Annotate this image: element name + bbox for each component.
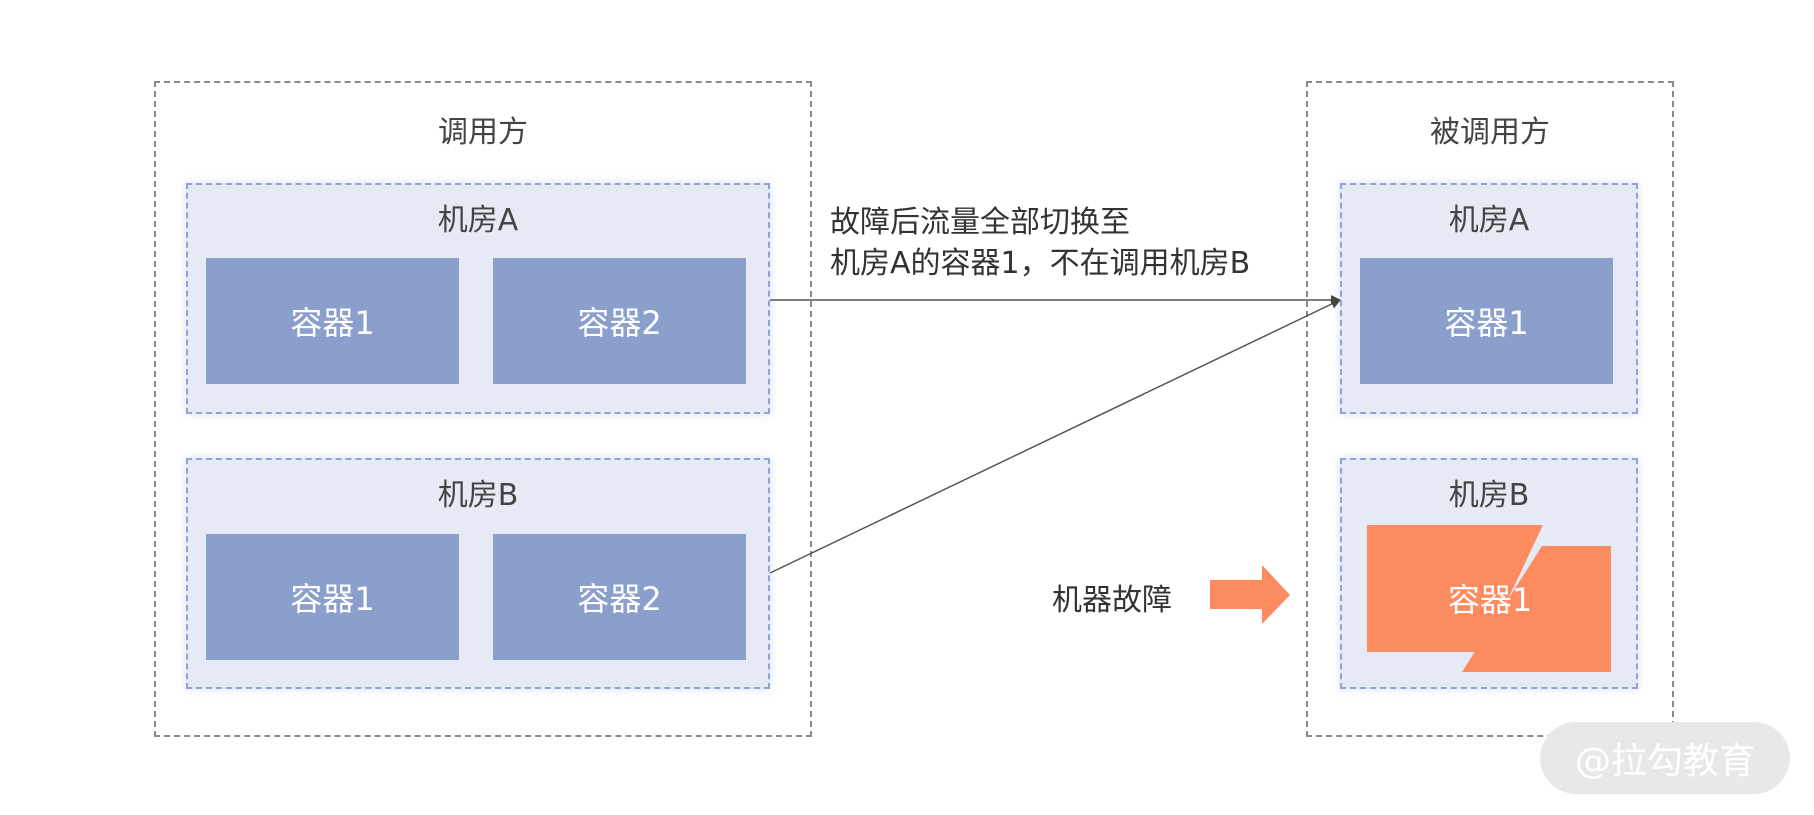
failed-container-left-shard-icon [1367,525,1543,652]
callee-room-b-container-1-label: 容器1 [1447,581,1533,619]
failure-label: 机器故障 [1052,583,1172,618]
caller-room-b-container-1: 容器1 [206,534,459,660]
caller-room-a-title: 机房A [437,203,519,238]
callee-room-b-title: 机房B [1448,478,1530,513]
callee-room-a-container-1: 容器1 [1360,258,1613,384]
traffic-line-room-b [769,299,1341,574]
callee-title: 被调用方 [1430,115,1550,150]
caller-room-a-container-1: 容器1 [206,258,459,384]
callee-room-a-title: 机房A [1448,203,1530,238]
caller-title: 调用方 [438,115,528,150]
watermark: @拉勾教育 [1540,722,1790,794]
annotation-line-2: 机房A的容器1，不在调用机房B [830,246,1251,281]
callee-box: 被调用方 [1306,81,1674,737]
caller-room-b-container-2: 容器2 [493,534,746,660]
caller-room-b-title: 机房B [437,478,519,513]
annotation-line-1: 故障后流量全部切换至 [830,205,1130,240]
caller-room-a-container-2: 容器2 [493,258,746,384]
caller-box: 调用方 [154,81,812,737]
failure-arrow-icon [1210,565,1290,624]
failed-container-right-shard-icon [1462,546,1611,672]
